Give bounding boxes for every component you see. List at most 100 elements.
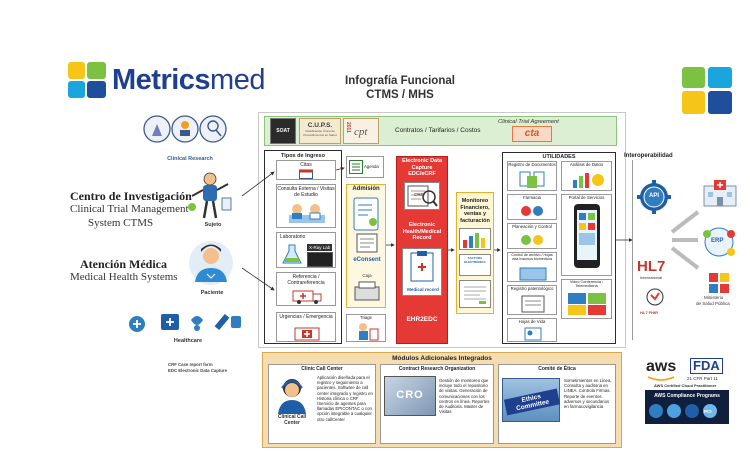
- medical-record-card: Medical record: [402, 248, 442, 296]
- healthcare-label: Healthcare: [173, 338, 203, 344]
- call-center-label-line-2: Center: [284, 420, 300, 426]
- monitor-title: Monitoreo Financiero, ventas y facturaci…: [460, 198, 490, 224]
- agenda-icon: [349, 160, 363, 174]
- agenda-label: Agenda: [364, 164, 379, 169]
- ministerio-line-1: Ministerio: [704, 295, 724, 300]
- center-subtitle-2: System CTMS: [88, 217, 154, 229]
- logo-text-light: med: [210, 64, 265, 96]
- calendar-icon: [299, 169, 313, 179]
- intake-consulta: Consulta Externa / Visitas de Estudio: [276, 184, 336, 228]
- call-center-text: Aplicación diseñada para el registro y s…: [317, 375, 373, 422]
- utility-portal[interactable]: Portal de Servicios: [561, 194, 612, 276]
- footnote-edc: EDC Electronic Data Capture: [168, 368, 227, 373]
- api-label: API: [648, 193, 659, 199]
- crf-magnifier-icon: [407, 185, 438, 207]
- utility-pathology[interactable]: Registro patentológico: [507, 285, 557, 315]
- center-subtitle-1: Clinical Trial Management: [70, 203, 189, 215]
- documents-icon: [519, 171, 545, 188]
- utility-documents-label: Registro de Documentos: [508, 162, 556, 167]
- laboratorio-label: Laboratorio: [280, 234, 306, 240]
- fhir-label: HL7 FHIR: [640, 310, 658, 315]
- document-icon: [356, 233, 378, 253]
- invoice-label: FACTURA ELECTRÓNICA: [464, 256, 486, 264]
- cups-card: C.U.P.S. Clasificación Única de Procedim…: [299, 118, 341, 144]
- hl7-logo: HL7: [637, 258, 666, 275]
- admission-panel: Admisión eConsent Caja: [346, 184, 386, 308]
- intake-citas: Citas: [276, 160, 336, 180]
- cpt-label: cpt: [354, 126, 368, 138]
- utility-documents[interactable]: Registro de Documentos: [507, 161, 557, 191]
- utility-cv[interactable]: Hojas de Vida: [507, 318, 557, 342]
- aws-programs-panel: AWS Compliance Programs PCI: [645, 390, 729, 424]
- utility-pharmacy[interactable]: Farmacia: [507, 194, 557, 220]
- modules-title: Módulos Adicionales Integrados: [392, 355, 492, 362]
- clinical-research-label: Clinical Research: [167, 156, 213, 162]
- utilities-title: UTILIDADES: [542, 154, 576, 160]
- agenda-card: Agenda: [346, 156, 384, 178]
- xray-label: X-Ray Lab: [307, 244, 333, 251]
- caja-label: Caja: [362, 273, 372, 278]
- compliance-badges-icon: [649, 404, 717, 418]
- utility-archive[interactable]: Control de archivo / Hojas vida Insumos …: [507, 252, 557, 282]
- cta-short: cta: [524, 128, 540, 139]
- triage-icon: [359, 323, 379, 341]
- call-center-label-line-1: Clinical Call: [277, 414, 307, 420]
- page-title: Infografía Funcional CTMS / MHS: [320, 74, 480, 102]
- cta-label: Clinical Trial Agreement: [498, 119, 559, 125]
- xray-image: [307, 252, 333, 267]
- report-card: [459, 280, 491, 308]
- intake-referencia: Referencia / Contrareferencia: [276, 272, 336, 306]
- fda-logo: FDA: [690, 358, 723, 374]
- archive-icon: [519, 267, 547, 281]
- utility-planning[interactable]: Planeación y Control: [507, 223, 557, 249]
- main-frame: [258, 112, 626, 348]
- pharmacy-icon: [521, 206, 543, 216]
- report-icon: [464, 286, 486, 304]
- healthcare-icon: [129, 313, 241, 332]
- ambulance-icon: [292, 290, 322, 304]
- utility-analysis-label: Análisis de Datos: [569, 162, 604, 167]
- corner-logo-icon: [682, 67, 732, 114]
- ehr-title: Electronic Health/Medical Record: [402, 222, 442, 241]
- aws-logo: aws: [646, 358, 677, 375]
- footnote-crf: CRF Case report form: [168, 362, 213, 367]
- ethics-sign-label: Ethics Committee: [503, 388, 561, 416]
- cro-badge-label: CRO: [396, 389, 424, 401]
- erp-icon: [703, 227, 735, 257]
- ehr2edc-label: EHR2EDC: [406, 316, 438, 323]
- citas-label: Citas: [300, 162, 312, 168]
- ethics-sign: Ethics Committee: [502, 378, 561, 422]
- medical-record-label: Medical record: [407, 287, 439, 292]
- cro-text: Gestión de monitoreo que incluye todo el…: [439, 378, 490, 415]
- cv-icon: [524, 327, 542, 341]
- contracts-label: Contratos / Tarifarios / Costos: [395, 127, 481, 134]
- utility-portal-label: Portal de Servicios: [568, 195, 605, 200]
- call-center-label: Clinical Call Center: [270, 414, 314, 426]
- clinical-research-icon: [143, 115, 227, 143]
- hl7-sub: International: [640, 275, 663, 280]
- api-gear-icon[interactable]: [637, 180, 671, 214]
- utility-archive-label: Control de archivo / Hojas vida Insumos …: [511, 253, 553, 262]
- utility-pathology-label: Registro patentológico: [510, 286, 554, 291]
- logo-squares-icon: [68, 62, 106, 98]
- title-line-2: CTMS / MHS: [366, 89, 434, 101]
- ministerio-logo-icon: [709, 273, 729, 293]
- patient-label: Paciente: [200, 290, 224, 296]
- center-title: Centro de Investigación: [70, 189, 192, 203]
- edc-title: Electronic Data Capture EDC/eCRF: [401, 158, 443, 177]
- utility-analysis[interactable]: Análisis de Datos: [561, 161, 612, 191]
- pathology-icon: [521, 295, 545, 313]
- cro-badge: CRO: [384, 376, 436, 416]
- utility-telemedicine[interactable]: Video Conferencia / Telemedicina: [561, 279, 612, 319]
- soat-card: SOAT: [270, 118, 296, 144]
- subject-icon: [188, 172, 232, 219]
- ethics-title: Comité de Ética: [538, 366, 576, 372]
- utility-pharmacy-label: Farmacia: [523, 195, 541, 200]
- econsent-label: eConsent: [353, 257, 381, 263]
- fhir-icon: [646, 288, 664, 306]
- brand-logo: Metricsmed: [68, 60, 268, 100]
- planning-icon: [521, 235, 543, 245]
- aws-smile-icon: [647, 376, 675, 381]
- invoice-card: FACTURA ELECTRÓNICA: [459, 254, 491, 276]
- care-title: Atención Médica: [80, 257, 167, 271]
